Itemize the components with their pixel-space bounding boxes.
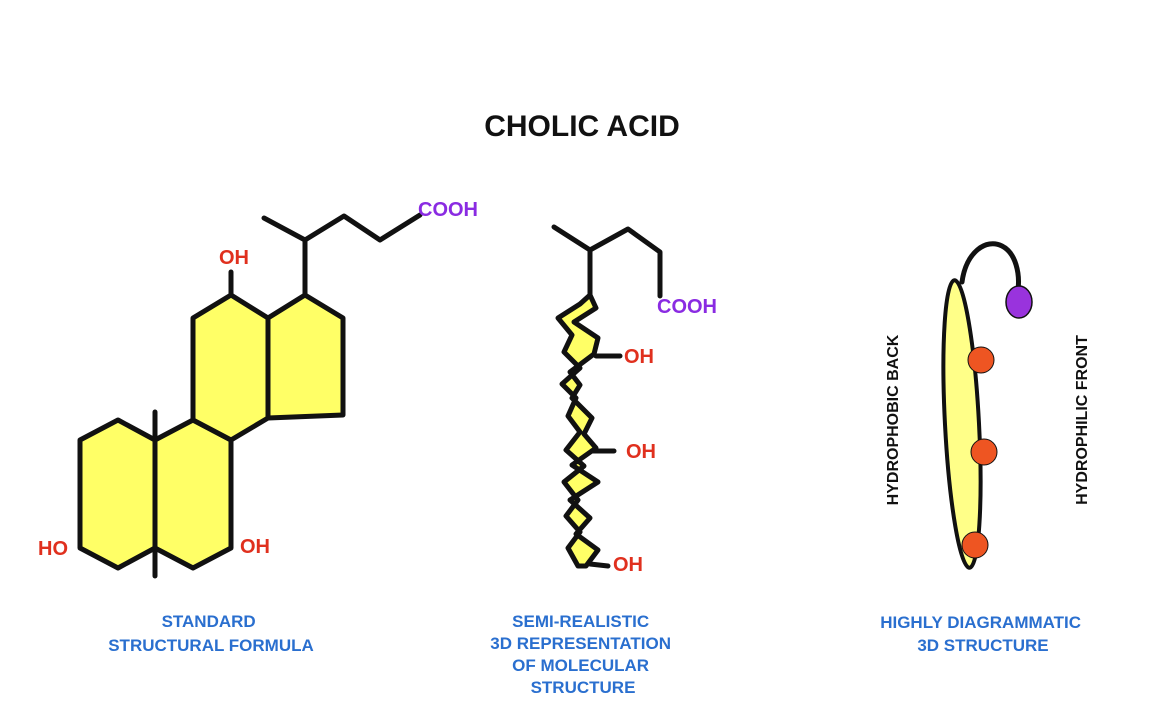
ring-a — [77, 417, 158, 571]
steroid-body-ellipse — [941, 278, 983, 570]
semi-realistic-caption-line-3: OF MOLECULAR — [512, 656, 649, 675]
standard-caption-line-2: STRUCTURAL FORMULA — [108, 636, 314, 655]
diagram-title: CHOLIC ACID — [484, 110, 680, 143]
ho-label-c3: HO — [38, 538, 68, 560]
oh-label-c12: OH — [219, 247, 249, 269]
cooh-label: COOH — [418, 199, 478, 221]
side-chain-tail — [959, 241, 1021, 293]
hydroxyl-group-dot-1 — [967, 346, 995, 374]
oh-label-c7: OH — [240, 536, 270, 558]
oh-bond-3 — [587, 561, 611, 569]
standard-structural-formula: COOH OH HO OH STANDARD STRUCTURAL FORMUL… — [38, 199, 478, 655]
hydrophilic-front-label: HYDROPHILIC FRONT — [1074, 335, 1091, 505]
oh-label-3: OH — [613, 554, 643, 576]
ring-d — [265, 292, 346, 421]
semi-realistic-3d-representation: COOH OH OH OH SEMI-REALISTIC 3D REPRESEN… — [490, 224, 717, 697]
diagrammatic-caption: HIGHLY DIAGRAMMATIC 3D STRUCTURE — [880, 613, 1086, 655]
carboxyl-group-dot — [1005, 285, 1033, 319]
semi-realistic-caption-line-4: STRUCTURE — [531, 678, 636, 697]
ring-b — [152, 417, 234, 571]
side-chain — [302, 212, 423, 243]
semi-realistic-caption-line-2: 3D REPRESENTATION — [490, 634, 671, 653]
standard-caption: STANDARD STRUCTURAL FORMULA — [108, 612, 314, 655]
oh-label-2: OH — [626, 441, 656, 463]
hydrophobic-back-label: HYDROPHOBIC BACK — [885, 334, 902, 505]
steroid-backbone-zigzag — [555, 292, 601, 569]
hydroxyl-group-dot-3 — [961, 531, 989, 559]
side-chain-methyl — [551, 224, 593, 298]
semi-realistic-caption-line-1: SEMI-REALISTIC — [512, 612, 649, 631]
semi-realistic-caption: SEMI-REALISTIC 3D REPRESENTATION OF MOLE… — [490, 612, 675, 697]
diagrammatic-caption-line-1: HIGHLY DIAGRAMMATIC — [880, 613, 1081, 632]
diagrammatic-caption-line-2: 3D STRUCTURE — [917, 636, 1048, 655]
side-chain-methyl — [261, 215, 308, 298]
hydroxyl-group-dot-2 — [970, 438, 998, 466]
side-chain — [587, 226, 663, 299]
ring-c — [190, 292, 271, 443]
highly-diagrammatic-3d-structure: HYDROPHOBIC BACK HYDROPHILIC FRONT HIGHL… — [880, 241, 1091, 655]
standard-caption-line-1: STANDARD — [162, 612, 256, 631]
cooh-label: COOH — [657, 296, 717, 318]
oh-label-1: OH — [624, 346, 654, 368]
